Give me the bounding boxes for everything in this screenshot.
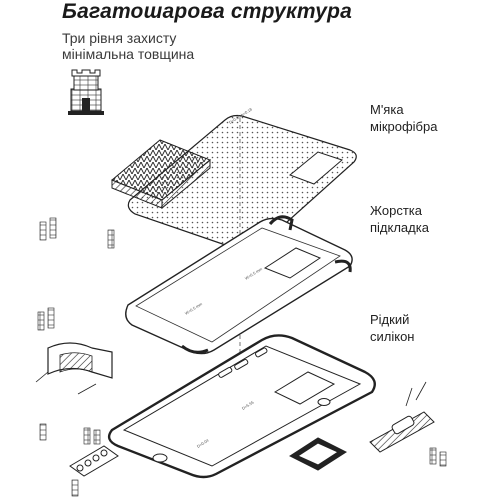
subtitle-line-1: Три рівня захисту [62, 30, 177, 46]
page-title: Багатошарова структура [62, 0, 353, 23]
subtitle-line-2: мінімальна товщина [62, 46, 195, 62]
layer-label-microfiber: М'яка мікрофібра [370, 101, 437, 135]
fiber-swatch-icon [111, 139, 211, 210]
layer-label-hard-base: Жорстка підкладка [370, 202, 429, 236]
edge-cross-section-icon [35, 342, 113, 395]
hard-base-label-line-1: Жорстка [370, 203, 422, 218]
svg-text:D=5.55: D=5.55 [241, 399, 255, 411]
dimension-tags-left [37, 217, 115, 497]
page-subtitle: Три рівня захисту мінімальна товщина [62, 30, 194, 62]
silicone-case-layer: D=5.55 D=0.04 [107, 334, 376, 479]
tower-icon [68, 69, 104, 115]
layer-label-liquid-silicone: Рідкий силікон [370, 311, 414, 345]
camera-bumper-icon [288, 437, 348, 471]
silicone-label-line-1: Рідкий [370, 312, 410, 327]
silicone-label-line-2: силікон [370, 329, 415, 344]
hard-base-label-line-2: підкладка [370, 220, 429, 235]
port-detail-icon [369, 381, 447, 467]
microfiber-label-line-2: мікрофібра [370, 119, 438, 134]
side-buttons-icon [69, 445, 119, 477]
hard-base-layer: W=6.5 mm W=6.5 mm [125, 215, 353, 355]
microfiber-label-line-1: М'яка [370, 102, 404, 117]
svg-text:D=0.04: D=0.04 [196, 437, 210, 449]
